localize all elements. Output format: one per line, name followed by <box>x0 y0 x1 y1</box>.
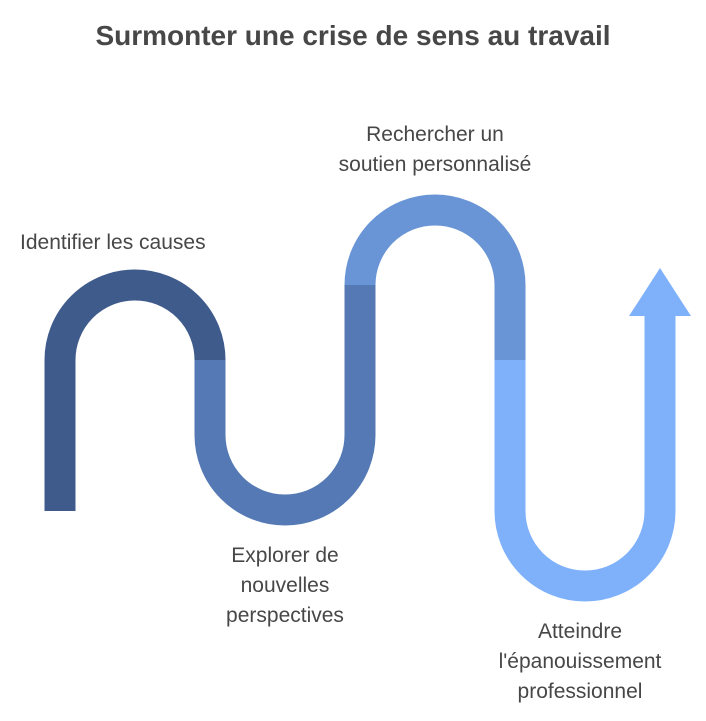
step-4-line-2: l'épanouissement <box>498 650 662 673</box>
step-label-reach-fulfillment: Atteindre l'épanouissement professionnel <box>455 617 705 707</box>
step-label-explore-perspectives: Explorer de nouvelles perspectives <box>185 541 385 631</box>
step-1-line-1: Identifier les causes <box>20 231 206 254</box>
path-segment-3 <box>344 194 526 360</box>
step-2-line-3: perspectives <box>226 604 344 627</box>
arrow-head-icon <box>629 268 691 316</box>
step-4-line-1: Atteindre <box>537 620 623 643</box>
diagram-title: Surmonter une crise de sens au travail <box>95 20 611 51</box>
step-3-line-2: soutien personnalisé <box>338 153 532 176</box>
step-label-seek-support: Rechercher un soutien personnalisé <box>285 120 585 180</box>
path-segment-1 <box>44 269 226 511</box>
step-3-line-1: Rechercher un <box>366 123 504 146</box>
path-segment-2 <box>194 285 376 526</box>
step-4-line-3: professionnel <box>517 680 643 703</box>
path-segment-4 <box>494 314 676 602</box>
step-label-identify-causes: Identifier les causes <box>20 228 280 258</box>
step-2-line-2: nouvelles <box>240 574 330 597</box>
step-2-line-1: Explorer de <box>231 544 339 567</box>
